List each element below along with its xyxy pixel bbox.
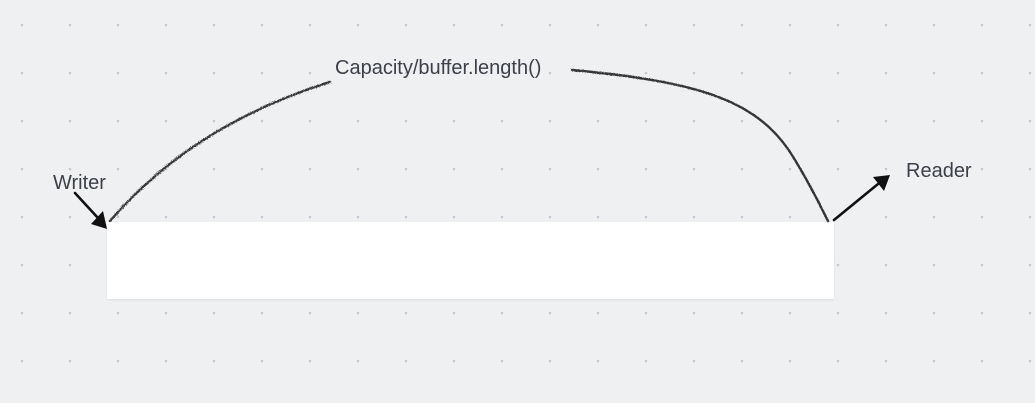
buffer-rectangle[interactable] [107, 222, 834, 299]
writer-arrow[interactable] [73, 191, 107, 229]
reader-arrow[interactable] [832, 175, 890, 222]
capacity-label[interactable]: Capacity/buffer.length() [335, 57, 542, 79]
writer-label[interactable]: Writer [53, 172, 106, 194]
capacity-arc-right[interactable] [570, 68, 830, 223]
capacity-arc-left[interactable] [108, 80, 332, 223]
reader-label[interactable]: Reader [906, 160, 972, 182]
